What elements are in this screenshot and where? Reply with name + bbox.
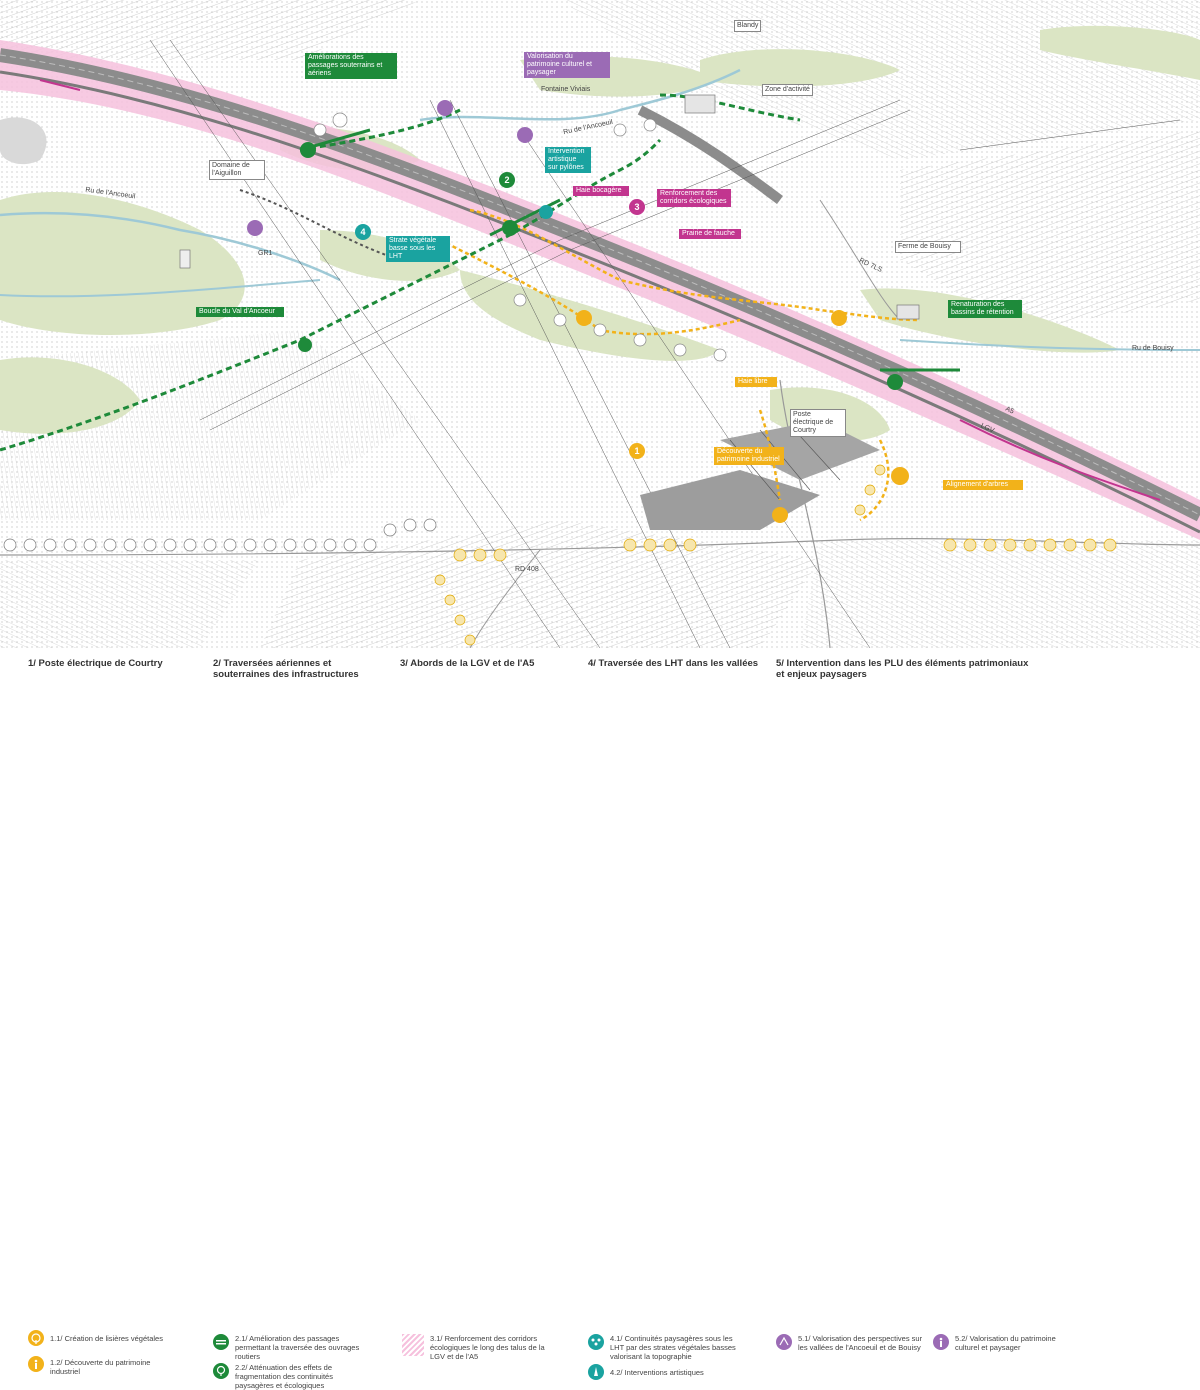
- ferme-label: Ferme de Bouisy: [895, 241, 961, 253]
- pink-zone-swatch: [402, 1334, 424, 1356]
- legend-item-2-1: 2.1/ Amélioration des passages permettan…: [235, 1334, 360, 1361]
- boucle-label: Boucle du Val d'Ancoeur: [196, 307, 284, 317]
- legend-section-1: 1/ Poste électrique de Courtry: [28, 658, 198, 669]
- marker-1: 1: [629, 443, 645, 459]
- prairie-label: Prairie de fauche: [679, 229, 741, 239]
- marker-4: 4: [355, 224, 371, 240]
- legend-title-2: 2/ Traversées aériennes et souterraines …: [213, 658, 359, 680]
- renaturation-label: Renaturation des bassins de rétention: [948, 300, 1022, 318]
- landscape-map: Améliorations des passages souterrains e…: [0, 0, 1200, 649]
- intervention-label: Intervention artistique sur pylônes: [545, 147, 591, 173]
- viewpoint-icon: [776, 1334, 792, 1350]
- legend-item-1-2: 1.2/ Découverte du patrimoine industriel: [50, 1358, 151, 1376]
- info-icon: [933, 1334, 949, 1350]
- map-drawing: [0, 0, 1200, 649]
- haie-libre-label: Haie libre: [735, 377, 777, 387]
- legend-item-1-1: 1.1/ Création de lisières végétales: [50, 1334, 163, 1343]
- marker-2: 2: [499, 172, 515, 188]
- legend-item-5-2: 5.2/ Valorisation du patrimoine culturel…: [955, 1334, 1056, 1352]
- legend-item-4-1: 4.1/ Continuités paysagères sous les LHT…: [610, 1334, 736, 1361]
- legend-section-4: 4/ Traversée des LHT dans les vallées: [588, 658, 768, 669]
- strate-label: Strate végétale basse sous les LHT: [386, 236, 450, 262]
- tree-icon: [213, 1363, 229, 1379]
- legend-title-1: 1/ Poste électrique de Courtry: [28, 658, 163, 669]
- poste-label: Poste électrique de Courtry: [790, 409, 846, 437]
- valorisation-label: Valorisation du patrimoine culturel et p…: [524, 52, 610, 78]
- legend-item-2-2: 2.2/ Atténuation des effets de fragmenta…: [235, 1363, 333, 1390]
- zone-label: Zone d'activité: [762, 84, 813, 96]
- legend-item-5-1: 5.1/ Valorisation des perspectives sur l…: [798, 1334, 923, 1352]
- decouverte-label: Découverte du patrimoine industriel: [714, 447, 784, 465]
- bouisy-ru-label: Ru de Bouisy: [1132, 345, 1174, 352]
- art-intervention-icon: [588, 1364, 604, 1380]
- plant-icon: [588, 1334, 604, 1350]
- legend-title-3: 3/ Abords de la LGV et de l'A5: [400, 658, 535, 669]
- blandy-label: Blandy: [734, 20, 762, 32]
- legend-title-5: 5/ Intervention dans les PLU des élément…: [776, 658, 1029, 680]
- legend-section-3: 3/ Abords de la LGV et de l'A5: [400, 658, 570, 669]
- marker-3: 3: [629, 199, 645, 215]
- legend-title-4: 4/ Traversée des LHT dans les vallées: [588, 658, 759, 669]
- passages-label: Améliorations des passages souterrains e…: [305, 53, 397, 79]
- legend-section-2: 2/ Traversées aériennes et souterraines …: [213, 658, 363, 680]
- legend-section-5: 5/ Intervention dans les PLU des élément…: [776, 658, 1036, 680]
- info-icon: [28, 1356, 44, 1372]
- legend-item-3-1: 3.1/ Renforcement des corridors écologiq…: [430, 1334, 545, 1361]
- gr1-label: GR1: [258, 250, 273, 257]
- leaf-icon: [28, 1330, 44, 1346]
- legend-item-4-2: 4.2/ Interventions artistiques: [610, 1368, 704, 1377]
- rd408-label: RD 408: [515, 566, 539, 573]
- renforcement-label: Renforcement des corridors écologiques: [657, 189, 731, 207]
- aiguillon-label: Domaine de l'Aiguillon: [209, 160, 265, 180]
- fontaine-label: Fontaine Viviais: [541, 86, 591, 93]
- haie-bocagere-label: Haie bocagère: [573, 186, 629, 196]
- bridge-icon: [213, 1334, 229, 1350]
- legend: 1/ Poste électrique de Courtry 1.1/ Créa…: [0, 648, 1200, 1390]
- alignement-label: Alignement d'arbres: [943, 480, 1023, 490]
